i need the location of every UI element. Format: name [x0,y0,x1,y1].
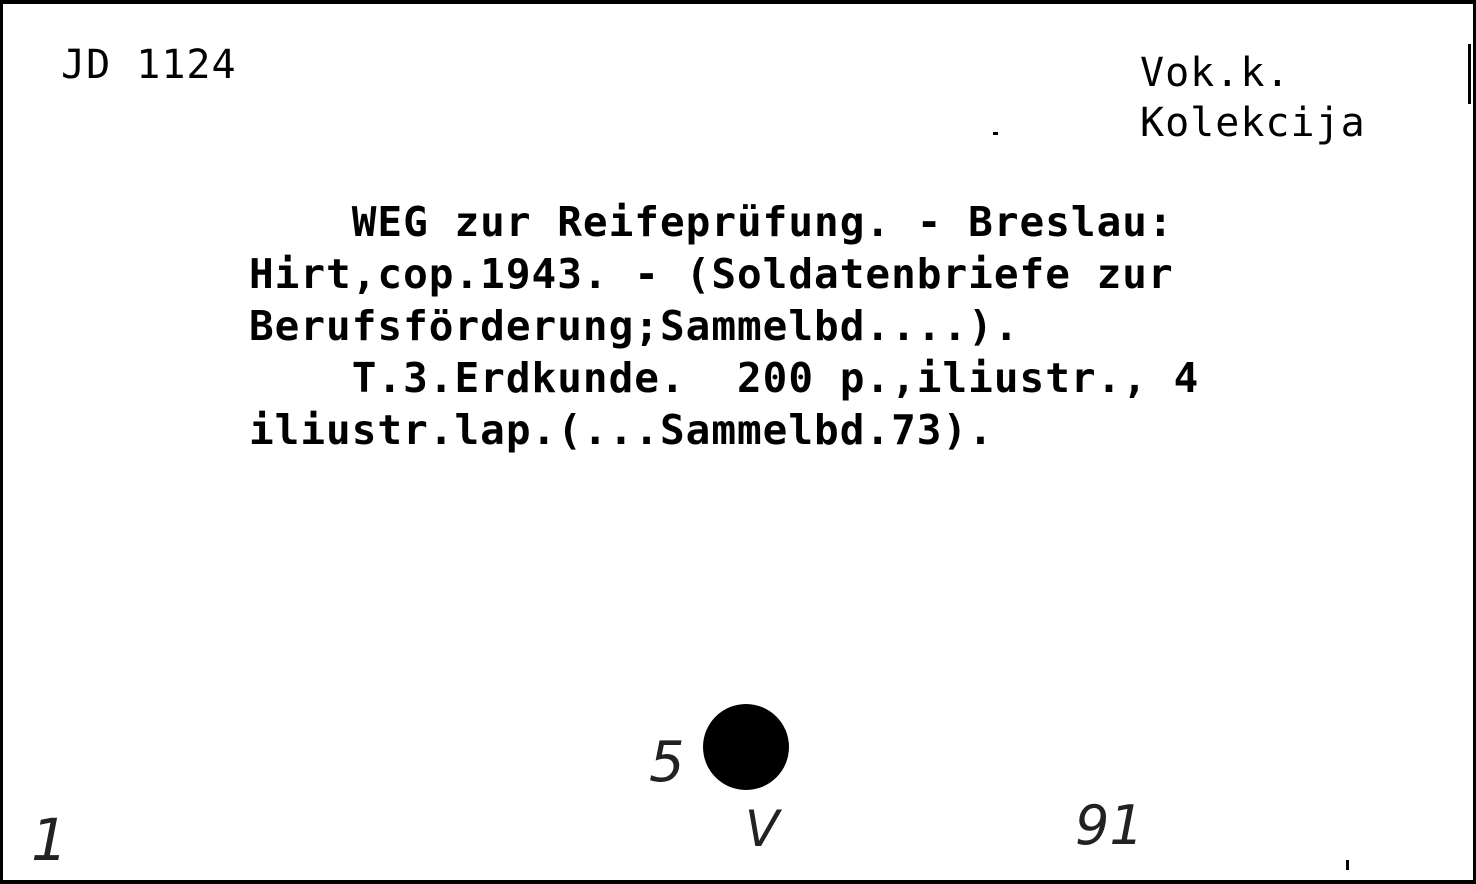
edge-mark [1468,44,1471,104]
handwritten-number-right: 91 [1075,794,1144,857]
entry-line-3: Berufsförderung;Sammelbd....). [249,302,1020,350]
entry-line-2: Hirt,cop.1943. - (Soldatenbriefe zur [249,250,1174,298]
punch-hole [703,704,789,790]
call-number: JD 1124 [61,42,237,88]
collection-line-2: Kolekcija [1140,100,1366,146]
handwritten-number-left: 1 [31,806,68,874]
handwritten-number-hole: 5 [649,730,685,795]
speck-mark [1346,860,1349,870]
entry-line-4: T.3.Erdkunde. 200 p.,iliustr., 4 [249,354,1200,402]
speck-mark [993,132,998,135]
handwritten-check-mark: V [745,800,780,858]
entry-line-1: WEG zur Reifeprüfung. - Breslau: [249,198,1174,246]
entry-line-5: iliustr.lap.(...Sammelbd.73). [249,406,994,454]
collection-line-1: Vok.k. [1140,50,1291,96]
bibliographic-entry: WEG zur Reifeprüfung. - Breslau: Hirt,co… [249,196,1199,456]
collection-label: Vok.k. Kolekcija [1140,48,1366,148]
